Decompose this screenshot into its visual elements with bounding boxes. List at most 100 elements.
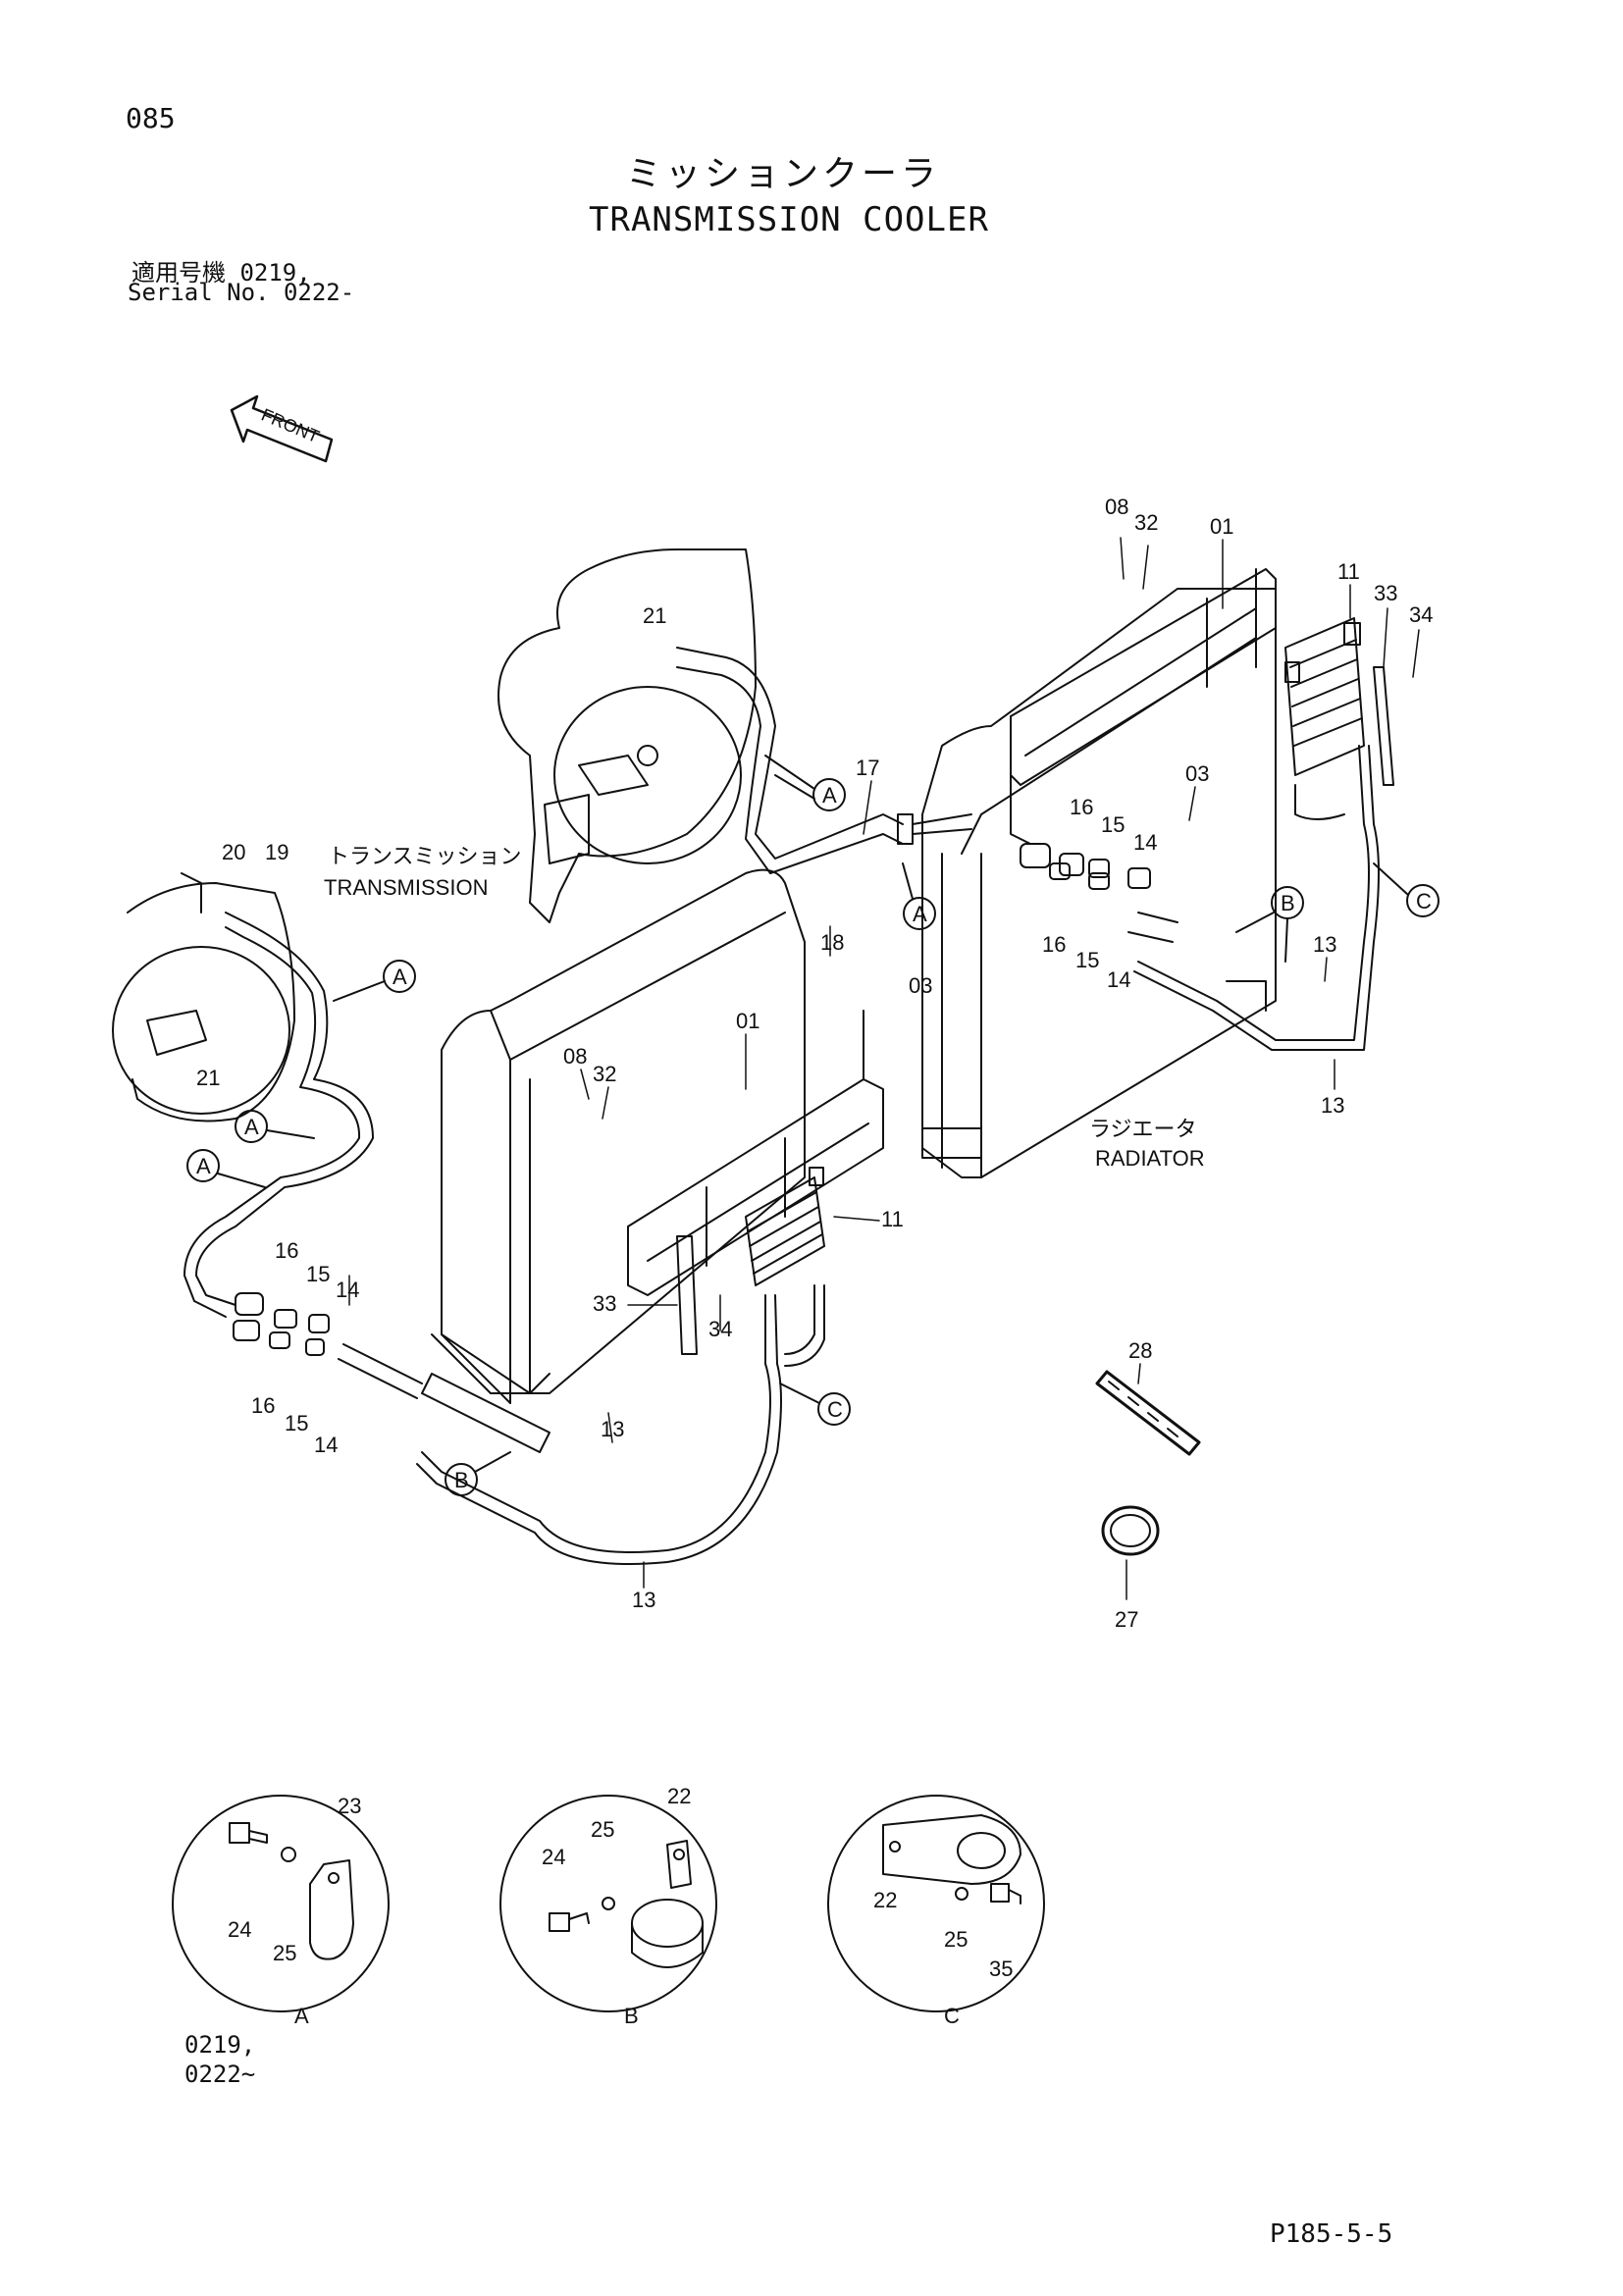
label-03-upper: 03 — [1185, 761, 1209, 786]
label-13-upper-b: 13 — [1321, 1093, 1344, 1118]
label-23: 23 — [338, 1794, 361, 1818]
upper-plate — [1373, 666, 1394, 786]
label-21-upper: 21 — [643, 603, 666, 628]
svg-text:C: C — [827, 1397, 843, 1422]
label-08-lower: 08 — [563, 1044, 587, 1069]
label-25-c: 25 — [944, 1927, 968, 1952]
label-15-upper: 15 — [1101, 812, 1125, 837]
detail-view-a — [172, 1795, 390, 2012]
label-14-lower: 14 — [336, 1278, 359, 1302]
label-35: 35 — [989, 1957, 1013, 1981]
svg-text:A: A — [244, 1115, 259, 1139]
page-title: TRANSMISSION COOLER — [589, 200, 989, 239]
label-16-upper-b: 16 — [1042, 932, 1066, 957]
label-22-b: 22 — [667, 1784, 691, 1808]
label-27: 27 — [1115, 1607, 1138, 1632]
upper-cooler-bracket — [1010, 568, 1277, 845]
label-17: 17 — [856, 756, 879, 780]
lower-hose-19 — [183, 912, 374, 1318]
svg-text:A: A — [196, 1154, 211, 1178]
label-22-c: 22 — [873, 1888, 897, 1912]
radiator-label-jp: ラジエータ — [1089, 1117, 1197, 1141]
detail-label-c: C — [944, 2004, 960, 2028]
label-15-lower: 15 — [306, 1262, 330, 1286]
label-13-lower: 13 — [601, 1417, 624, 1441]
label-25-b: 25 — [591, 1817, 614, 1842]
label-11-upper: 11 — [1337, 559, 1360, 584]
label-11-lower: 11 — [881, 1207, 904, 1231]
label-08-upper: 08 — [1105, 495, 1128, 519]
detail-label-b: B — [624, 2004, 639, 2028]
label-33-lower: 33 — [593, 1291, 616, 1316]
svg-text:A: A — [913, 902, 927, 926]
label-32-upper: 32 — [1134, 510, 1158, 535]
svg-text:B: B — [1281, 891, 1295, 915]
page-number: 085 — [126, 102, 176, 134]
detail-view-b — [499, 1795, 717, 2012]
lower-oil-cooler — [745, 1167, 825, 1286]
label-24-a: 24 — [228, 1917, 251, 1942]
callout-a-left3: A — [186, 1149, 266, 1188]
label-18: 18 — [820, 930, 844, 955]
bottom-serial-line-1: 0219, — [184, 2031, 256, 2059]
lower-hose-13 — [416, 1284, 825, 1565]
label-01-upper: 01 — [1210, 514, 1233, 539]
detail-view-c — [827, 1795, 1045, 2012]
label-13-lower-b: 13 — [632, 1588, 655, 1612]
callout-b-right: B — [1235, 886, 1304, 963]
radiator-label-en: RADIATOR — [1095, 1146, 1205, 1171]
label-32-lower: 32 — [593, 1062, 616, 1086]
upper-hose-18 — [676, 647, 972, 874]
hose-28 — [1095, 1370, 1201, 1456]
detail-label-a: A — [294, 2004, 309, 2028]
svg-text:A: A — [822, 783, 837, 808]
clamp-27 — [1101, 1505, 1160, 1556]
leader-lines — [348, 537, 1420, 1600]
page-code: P185-5-5 — [1270, 2219, 1393, 2249]
label-15-upper-b: 15 — [1075, 948, 1099, 972]
label-28: 28 — [1128, 1338, 1152, 1363]
transmission-label-jp: トランスミッション — [328, 844, 522, 868]
label-24-b: 24 — [542, 1845, 565, 1869]
transmission-label-en: TRANSMISSION — [324, 875, 488, 900]
callout-a-upper: A — [764, 755, 846, 811]
serial-number-line: Serial No. 0222- — [128, 279, 355, 306]
front-label: FRONT — [258, 404, 322, 446]
lower-plate — [676, 1235, 698, 1355]
callout-a-left2: A — [235, 1110, 315, 1143]
label-33-upper: 33 — [1374, 581, 1397, 605]
upper-oil-cooler — [1284, 617, 1365, 776]
label-14-upper: 14 — [1133, 830, 1157, 855]
upper-hose-13 — [1127, 745, 1380, 1051]
upper-transmission-housing — [497, 548, 757, 923]
label-16-upper: 16 — [1070, 795, 1093, 819]
callout-b-left: B — [445, 1451, 511, 1496]
label-20: 20 — [222, 840, 245, 864]
label-15-lower-b: 15 — [285, 1411, 308, 1435]
label-16-lower-b: 16 — [251, 1393, 275, 1418]
lower-fittings — [233, 1292, 423, 1399]
callout-a-mid: A — [902, 862, 936, 930]
callout-c-right: C — [1373, 862, 1440, 917]
svg-text:A: A — [393, 965, 407, 989]
title-japanese: ミッションクーラ — [626, 154, 941, 194]
front-arrow-icon: FRONT — [230, 394, 334, 463]
label-34-upper: 34 — [1409, 602, 1433, 627]
callout-a-left1: A — [333, 960, 416, 1002]
label-19: 19 — [265, 840, 288, 864]
label-16-lower: 16 — [275, 1238, 298, 1263]
label-25-a: 25 — [273, 1941, 296, 1965]
label-13-upper: 13 — [1313, 932, 1336, 957]
lower-radiator — [431, 868, 806, 1404]
label-14-lower-b: 14 — [314, 1433, 338, 1457]
label-01-lower: 01 — [736, 1009, 759, 1033]
serial-applicable-line: 適用号機 0219, — [131, 259, 311, 287]
lower-transmission-housing — [112, 872, 295, 1122]
label-03-lower: 03 — [909, 973, 932, 998]
bottom-serial-line-2: 0222~ — [184, 2061, 256, 2088]
label-21-lower: 21 — [196, 1066, 220, 1090]
svg-text:B: B — [454, 1468, 469, 1492]
label-14-upper-b: 14 — [1107, 967, 1130, 992]
upper-fittings — [1020, 843, 1151, 890]
